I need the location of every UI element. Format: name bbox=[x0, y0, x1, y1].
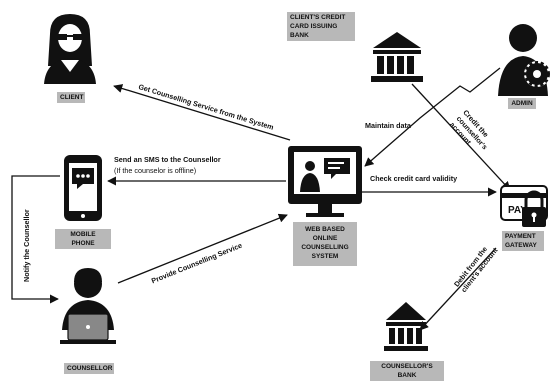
counsellor-label: COUNSELLOR bbox=[64, 363, 114, 374]
bank-top-label: CLIENT'S CREDIT CARD ISSUING BANK bbox=[287, 12, 355, 41]
counsellor-bank-label: COUNSELLOR'S BANK bbox=[370, 361, 444, 381]
mobile-phone-label: MOBILE PHONE bbox=[55, 229, 111, 249]
arrow-counsellor-to-system bbox=[117, 213, 288, 284]
arrow-system-to-client bbox=[113, 84, 291, 141]
client-icon bbox=[44, 14, 96, 84]
payment-gateway-label: PAYMENT GATEWAY bbox=[502, 231, 544, 251]
admin-icon bbox=[498, 24, 550, 96]
admin-label: ADMIN bbox=[508, 98, 536, 109]
mobile-phone-icon bbox=[64, 155, 102, 221]
pay-icon-text: PAY bbox=[508, 205, 527, 216]
bank-icon bbox=[371, 32, 423, 82]
edge-label-check-card: Check credit card validity bbox=[370, 174, 458, 183]
edge-label-sms: Send an SMS to the Counsellor bbox=[114, 155, 221, 164]
system-label: WEB BASED ONLINE COUNSELLING SYSTEM bbox=[293, 222, 357, 266]
arrow-admin-to-system bbox=[364, 67, 501, 167]
arrow-gateway-to-counsellor-bank bbox=[419, 247, 497, 331]
payment-gateway-icon bbox=[500, 185, 548, 227]
counsellor-icon bbox=[60, 268, 116, 344]
counsellor-bank-icon bbox=[384, 302, 428, 351]
system-monitor-icon bbox=[288, 146, 362, 217]
edge-label-notify: Notify the Counsellor bbox=[22, 209, 31, 282]
client-label: CLIENT bbox=[57, 92, 85, 103]
arrow-mobile-to-counsellor bbox=[11, 175, 60, 304]
arrow-bank-to-gateway bbox=[411, 83, 511, 191]
edge-label-maintain: Maintain data bbox=[365, 121, 411, 130]
edge-label-sms-note: (If the counselor is offline) bbox=[114, 166, 197, 175]
